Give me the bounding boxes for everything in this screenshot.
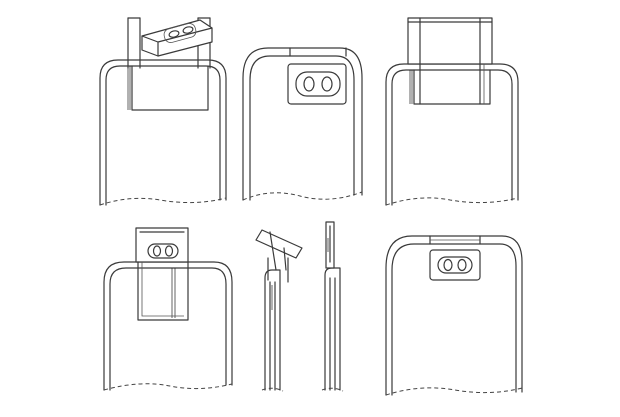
view-6-lens-left <box>443 258 453 272</box>
view-1-phone-inner-edge <box>105 65 221 206</box>
view-3-phone-outline <box>385 63 519 206</box>
view-4-cut-line <box>103 383 233 391</box>
view-4-lens-right <box>164 245 174 257</box>
view-5-right-strip <box>324 267 341 391</box>
view-2-cut-line <box>242 191 363 201</box>
view-1-camera-block <box>141 19 213 57</box>
view-3-camera-slider <box>407 17 493 65</box>
view-5-side-views <box>255 221 344 392</box>
view-2-camera-module <box>287 63 347 105</box>
view-3-phone-raised-slider <box>385 17 519 206</box>
view-2-lens-left <box>303 76 315 92</box>
view-4-phone-raised-flip-camera <box>103 227 233 391</box>
view-1-cut-line <box>99 197 227 206</box>
view-1-phone-raised-tilted-camera <box>99 17 227 206</box>
view-5-flip-module <box>255 229 303 259</box>
view-2-phone-retracted-camera <box>242 47 363 201</box>
view-1-phone-outline <box>99 59 227 206</box>
view-4-camera-module <box>135 227 189 263</box>
view-6-phone-outline <box>385 235 523 396</box>
view-4-phone-outline <box>103 261 233 391</box>
view-2-phone-outline <box>242 47 363 201</box>
view-6-phone-flush-camera <box>385 235 523 396</box>
view-1-lens-right <box>182 26 194 34</box>
view-2-lens-right <box>321 76 333 92</box>
view-3-cut-line <box>385 197 519 206</box>
view-1-lens-left <box>168 30 180 38</box>
view-5-left-strip <box>264 269 281 391</box>
view-6-cut-line <box>385 387 523 396</box>
view-4-lens-left <box>152 245 162 257</box>
view-6-lens-right <box>457 258 467 272</box>
